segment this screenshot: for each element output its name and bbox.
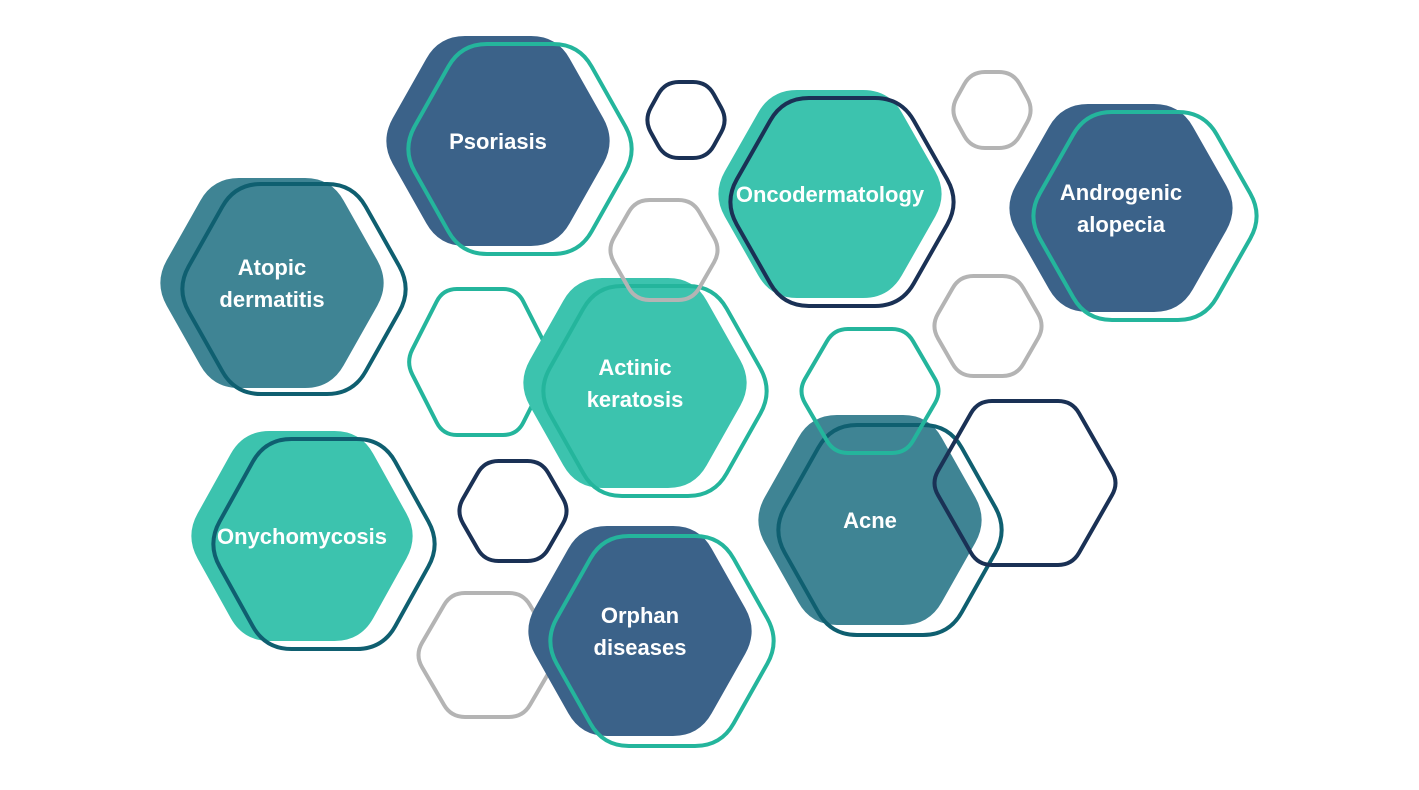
decorative-hexagon-outline [932,399,1118,567]
topic-hexagon-fill [160,178,384,388]
topic-label: diseases [594,635,687,660]
topic-hexagon-fill [718,90,942,298]
topic-hexagon-outline [776,423,1004,637]
topic-hexagon-actinic-keratosis: Actinic keratosis [523,278,769,498]
topic-hexagon-outline [728,96,956,308]
topic-hexagon-psoriasis: Psoriasis [386,36,634,256]
decorative-hexagon-outline [951,70,1033,150]
topic-hexagon-outline [548,534,776,748]
topic-label: Acne [843,508,897,533]
topic-label: Atopic [238,255,306,280]
topic-hexagon-fill [191,431,413,641]
topic-hexagon-androgenic-alopecia: Androgenic alopecia [1009,104,1259,322]
topic-hexagon-outline [1031,110,1259,322]
topic-hexagon-acne: Acne [758,415,1004,637]
topic-hexagon-onychomycosis: Onychomycosis [191,431,437,651]
topic-label: dermatitis [219,287,324,312]
decorative-hexagon-outline [457,459,569,563]
topic-label: Onychomycosis [217,524,387,549]
topic-hexagon-fill [758,415,982,625]
topic-label: keratosis [587,387,684,412]
topic-label: alopecia [1077,212,1166,237]
topic-hexagon-outline [180,182,408,396]
topic-label: Oncodermatology [736,182,925,207]
topic-hexagon-fill [523,278,747,488]
decorative-hexagon-outline [932,274,1044,378]
topic-hexagon-atopic-dermatitis: Atopic dermatitis [160,178,408,396]
topic-hexagon-orphan-diseases: Orphan diseases [528,526,776,748]
topic-hexagon-fill [528,526,752,736]
topic-hexagon-fill [386,36,610,246]
topic-hexagon-fill [1009,104,1233,312]
topic-label: Androgenic [1060,180,1182,205]
decorative-hexagon-outline [799,327,941,455]
topic-hexagon-oncodermatology: Oncodermatology [718,90,956,308]
topic-label: Psoriasis [449,129,547,154]
topic-hexagon-outline [211,437,437,651]
topic-hexagon-outline [541,284,769,498]
decorative-hexagon-outline [608,198,720,302]
topic-label: Actinic [598,355,671,380]
topic-hexagon-outline [406,42,634,256]
decorative-hexagon-outline [645,80,727,160]
topic-label: Orphan [601,603,679,628]
